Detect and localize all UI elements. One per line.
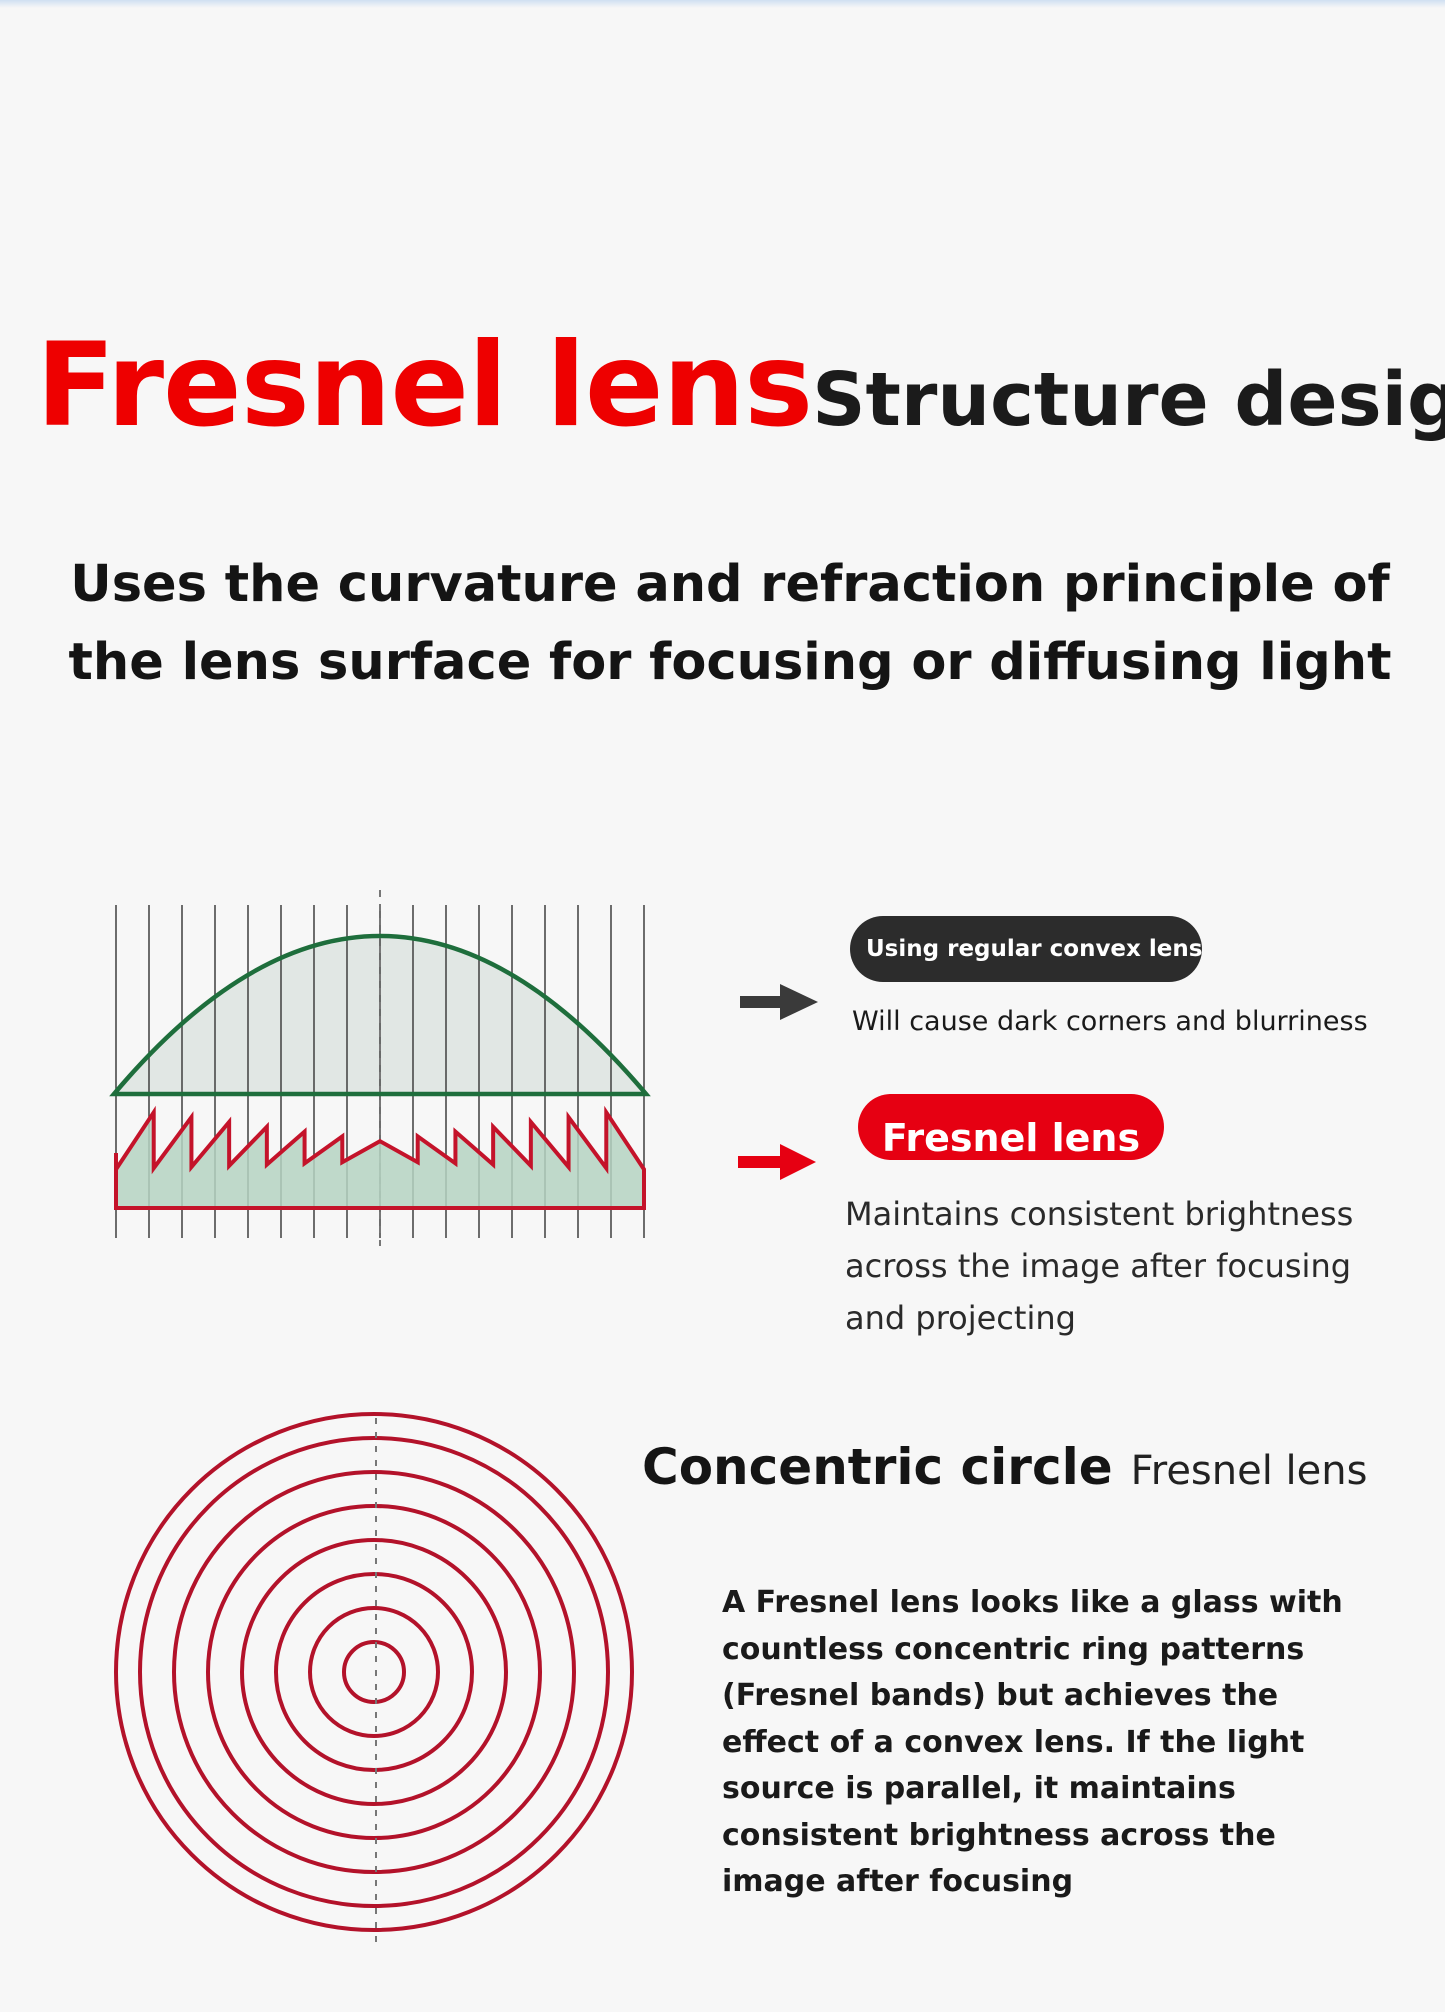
ring <box>240 1538 508 1806</box>
ring <box>206 1504 542 1840</box>
arrow-right-icon <box>740 984 818 1020</box>
fresnel-lens <box>114 1105 646 1210</box>
concentric-description: A Fresnel lens looks like a glass with c… <box>722 1585 1343 1899</box>
concentric-title: Concentric circle Fresnel lens <box>642 1438 1367 1496</box>
ring <box>342 1640 406 1704</box>
fresnel-lens-description: Maintains consistent brightness across t… <box>845 1195 1354 1337</box>
arrow-right-icon <box>738 1144 816 1180</box>
ring <box>172 1470 576 1874</box>
top-strip <box>0 0 1445 8</box>
page-title: Fresnel lensStructure design <box>36 318 1445 453</box>
ring <box>114 1412 634 1932</box>
ring <box>274 1572 474 1772</box>
fresnel-lens-badge: Fresnel lens <box>858 1094 1164 1160</box>
concentric-title-normal: Fresnel lens <box>1130 1448 1368 1494</box>
ring <box>308 1606 440 1738</box>
ring <box>138 1436 610 1908</box>
convex-lens <box>109 933 651 1097</box>
concentric-title-bold: Concentric circle <box>642 1438 1113 1496</box>
fresnel-lens-fill <box>116 1112 644 1208</box>
title-highlight: Fresnel lens <box>36 318 813 453</box>
concentric-rings <box>114 1412 634 1932</box>
title-rest: Structure design <box>812 357 1445 443</box>
subtitle: Uses the curvature and refraction princi… <box>68 555 1392 692</box>
regular-lens-badge: Using regular convex lenses <box>850 916 1202 982</box>
regular-lens-description: Will cause dark corners and blurriness <box>852 1006 1368 1037</box>
